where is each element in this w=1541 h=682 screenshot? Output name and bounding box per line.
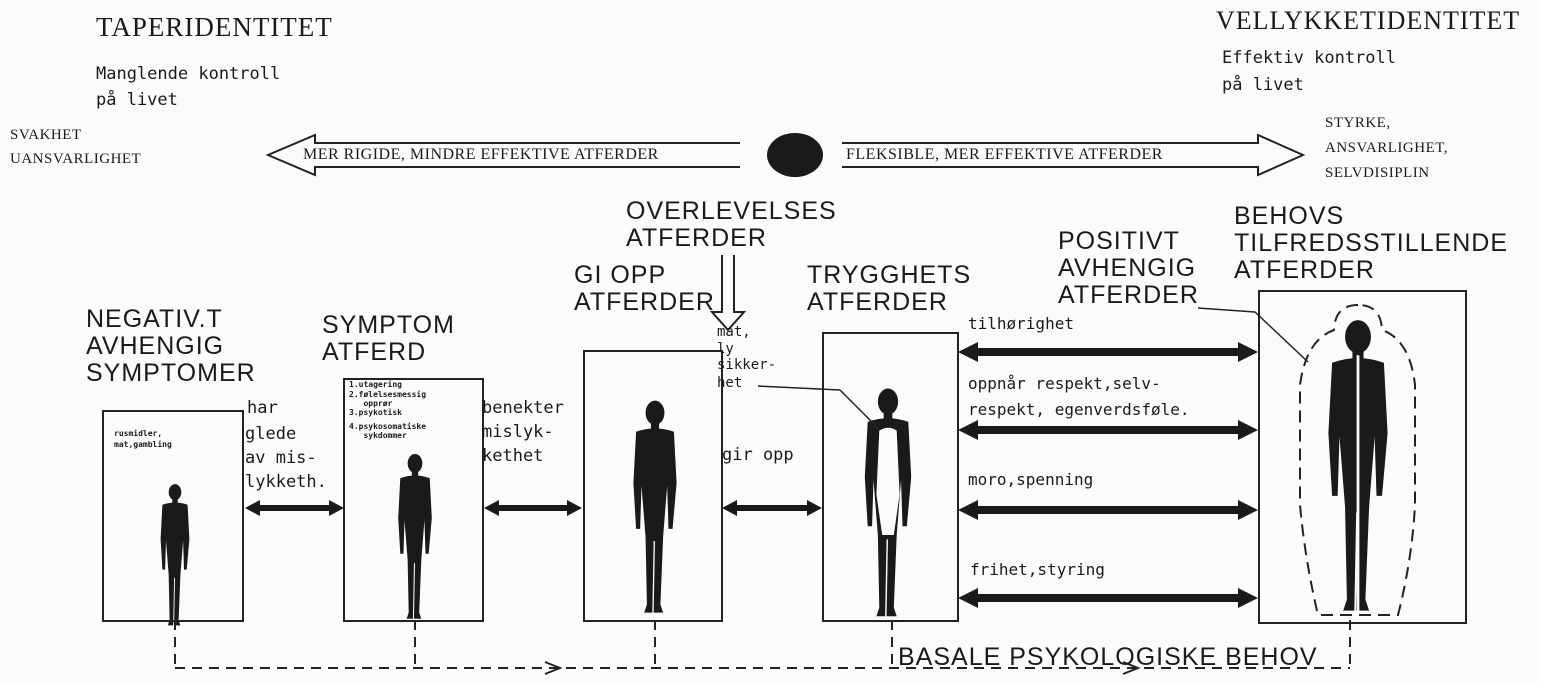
heading-survival-2: ATFERDER <box>626 225 767 251</box>
connector-benekter-1: benekter <box>482 400 564 417</box>
scale-center-dot <box>767 133 823 177</box>
success-identity-sub-1: Effektiv kontroll <box>1222 50 1396 67</box>
connector-mat-1: mat, <box>717 325 751 339</box>
box-give-up <box>583 350 723 622</box>
need-respect-1: oppnår respekt,selv- <box>968 376 1161 392</box>
basic-needs-footer: BASALE PSYKOLOGISKE BEHOV <box>898 645 1318 670</box>
loser-identity-title: TAPERIDENTITET <box>96 14 333 41</box>
connector-har-glede-3: av mis- <box>245 450 317 467</box>
connector-har-glede-1: har <box>247 400 278 417</box>
heading-needs-1: BEHOVS <box>1234 203 1344 229</box>
connector-mat-2: ly <box>717 342 734 356</box>
box-needs <box>1258 290 1467 624</box>
box-symptom-text-6: sykdommer <box>349 432 407 440</box>
survival-down-arrow <box>712 255 744 330</box>
weakness-label: SVAKHET <box>10 128 82 143</box>
link-arrows <box>245 500 822 516</box>
left-arrow-label: MER RIGIDE, MINDRE EFFEKTIVE ATFERDER <box>303 147 659 163</box>
connector-benekter-3: kethet <box>482 448 543 465</box>
box-negative-text-1: rusmidler, <box>114 430 162 438</box>
need-belonging: tilhørighet <box>968 316 1074 332</box>
connector-har-glede-2: glede <box>245 426 296 443</box>
box-symptom-text-4: 3.psykotisk <box>349 409 402 417</box>
connector-mat-4: het <box>717 376 742 390</box>
box-symptom-text-2: 2.følelsesmessig <box>349 391 426 399</box>
heading-symptom-1: SYMPTOM <box>322 312 455 338</box>
success-identity-sub-2: på livet <box>1222 77 1304 94</box>
heading-negative-2: AVHENGIG <box>86 333 224 359</box>
loser-identity-sub-1: Manglende kontroll <box>96 66 280 83</box>
heading-survival-1: OVERLEVELSES <box>626 198 837 224</box>
connector-benekter-2: mislyk- <box>482 424 554 441</box>
heading-positive-2: AVHENGIG <box>1058 255 1196 281</box>
heading-negative-3: SYMPTOMER <box>86 360 256 386</box>
connector-har-glede-4: lykketh. <box>245 474 327 491</box>
irresponsibility-label: UANSVARLIGHET <box>10 152 141 167</box>
heading-symptom-2: ATFERD <box>322 339 426 365</box>
box-negative-text-2: mat,gambling <box>114 441 172 449</box>
right-arrow-label: FLEKSIBLE, MER EFFEKTIVE ATFERDER <box>846 147 1163 163</box>
heading-needs-3: ATFERDER <box>1234 257 1375 283</box>
heading-needs-2: TILFREDSSTILLENDE <box>1234 230 1508 256</box>
heading-security-2: ATFERDER <box>807 289 948 315</box>
self-discipline-label: SELVDISIPLIN <box>1325 166 1430 181</box>
success-identity-title: VELLYKKETIDENTITET <box>1216 8 1520 34</box>
connector-gir-opp: gir opp <box>722 447 794 464</box>
responsibility-label: ANSVARLIGHET, <box>1325 141 1448 156</box>
heading-giveup-2: ATFERDER <box>574 289 715 315</box>
need-freedom: frihet,styring <box>970 562 1105 578</box>
box-security <box>822 332 959 622</box>
box-symptom-text-1: 1.utagering <box>349 381 402 389</box>
need-respect-2: respekt, egenverdsføle. <box>968 402 1190 418</box>
connector-mat-3: sikker- <box>717 358 776 372</box>
box-symptom-text-5: 4.psykosomatiske <box>349 423 426 431</box>
heading-positive-1: POSITIVT <box>1058 228 1180 254</box>
loser-identity-sub-2: på livet <box>96 92 178 109</box>
strength-label: STYRKE, <box>1325 116 1391 131</box>
heading-negative-1: NEGATIV.T <box>86 306 223 332</box>
box-symptom-text-3: opprør <box>349 400 392 408</box>
heading-security-1: TRYGGHETS <box>807 262 971 288</box>
heading-positive-3: ATFERDER <box>1058 282 1199 308</box>
heading-giveup-1: GI OPP <box>574 262 666 288</box>
need-fun: moro,spenning <box>968 472 1093 488</box>
